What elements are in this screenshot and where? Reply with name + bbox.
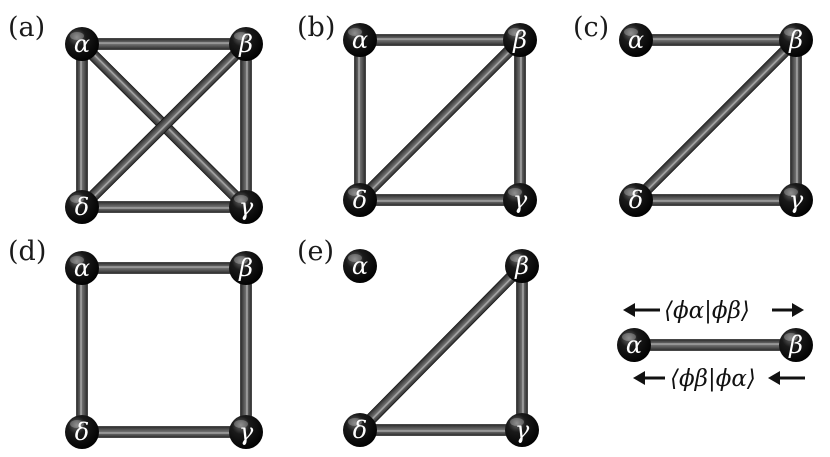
panel-4-edge-0 [516,265,528,431]
panel-1-edge-3 [354,39,366,201]
panel-2-edge-2 [635,194,797,206]
legend-node-alpha-label: α [626,331,642,359]
panel-4-label: (e) [297,236,334,267]
panel-1-edge-2 [359,194,521,206]
panel-4-edge-2 [355,261,527,435]
panel-2-node-beta: β [779,23,813,57]
panel-0-label: (a) [8,12,45,43]
panel-2-edge-1 [790,39,802,201]
legend: α β ⟨ϕα|ϕβ⟩ ⟨ϕβ|ϕα⟩ [617,298,813,392]
panel-3-node-gamma: γ [229,415,263,449]
panel-1-edge-4 [355,35,525,205]
panel-2-node-delta: δ [619,183,653,217]
legend-bottom-tail-line [768,371,805,385]
panel-4-node-beta: β [505,249,539,283]
panel-1-node-alpha-label: α [352,26,368,54]
panel-3: (d) α β γ δ [8,236,263,449]
panel-0-node-alpha-label: α [74,30,90,58]
panel-0-edge-1 [240,43,252,208]
panel-4-node-gamma-label: γ [515,416,530,444]
panel-4-node-delta: δ [343,413,377,447]
panel-1-node-gamma-label: γ [513,186,528,214]
legend-node-beta: β [779,328,813,362]
panels-layer: (a) α β γ δ (b) α β γ δ (c) α β γ δ (d) α β γ δ (e) α β γ δ [8,12,813,449]
panel-1: (b) α β γ δ [297,12,537,217]
panel-2-edge-3 [631,35,801,205]
panel-4-node-alpha: α [343,249,377,283]
panel-1-node-alpha: α [343,23,377,57]
panel-2-node-alpha: α [619,23,653,57]
panel-3-node-beta-label: β [238,254,253,282]
panel-1-node-beta: β [503,23,537,57]
panel-0: (a) α β γ δ [8,12,263,224]
legend-node-beta-label: β [788,331,803,359]
panel-3-node-beta: β [229,251,263,285]
panel-legend-edge-0 [633,339,797,351]
panel-2-node-delta-label: δ [629,186,643,214]
panel-1-node-gamma: γ [503,183,537,217]
legend-node-alpha: α [617,328,651,362]
panel-0-node-delta-label: δ [75,193,89,221]
panel-4-node-delta-label: δ [353,416,367,444]
panel-4-node-beta-label: β [514,252,529,280]
panel-2-label: (c) [573,12,609,43]
panel-1-edge-1 [514,39,526,201]
panel-1-node-beta-label: β [512,26,527,54]
panel-2: (c) α β γ δ [573,12,813,217]
panel-4-node-gamma: γ [505,413,539,447]
panel-1-label: (b) [297,12,335,43]
panel-0-node-delta: δ [65,190,99,224]
panel-0-edge-3 [76,43,88,208]
panel-3-node-alpha: α [65,251,99,285]
panel-1-node-delta-label: δ [353,186,367,214]
panel-3-edge-2 [81,426,247,438]
panel-4-edge-1 [359,424,523,436]
panel-0-edge-0 [81,38,247,50]
panel-0-edge-2 [81,201,247,213]
legend-top-lead-line [623,303,660,317]
panel-2-node-beta-label: β [788,26,803,54]
legend-backward-arrow [633,371,665,385]
panel-2-node-gamma-label: γ [789,186,804,214]
panel-0-node-alpha: α [65,27,99,61]
panel-3-label: (d) [8,236,46,267]
panel-3-node-delta-label: δ [75,418,89,446]
panel-2-edge-0 [635,34,797,46]
legend-forward-arrow [772,303,804,317]
panel-4: (e) α β γ δ [297,236,539,447]
panel-0-node-gamma-label: γ [239,193,254,221]
panel-1-node-delta: δ [343,183,377,217]
legend-forward-label: ⟨ϕα|ϕβ⟩ [664,298,750,324]
panel-3-edge-3 [76,267,88,433]
panel-3-node-gamma-label: γ [239,418,254,446]
legend-backward-label: ⟨ϕβ|ϕα⟩ [670,366,756,392]
panel-2-node-alpha-label: α [628,26,644,54]
panel-0-node-beta: β [229,27,263,61]
panel-0-node-beta-label: β [238,30,253,58]
panel-3-edge-0 [81,262,247,274]
panel-1-edge-0 [359,34,521,46]
panel-0-node-gamma: γ [229,190,263,224]
panel-3-edge-1 [240,267,252,433]
panel-3-node-delta: δ [65,415,99,449]
panel-2-node-gamma: γ [779,183,813,217]
panel-4-node-alpha-label: α [352,252,368,280]
panel-3-node-alpha-label: α [74,254,90,282]
